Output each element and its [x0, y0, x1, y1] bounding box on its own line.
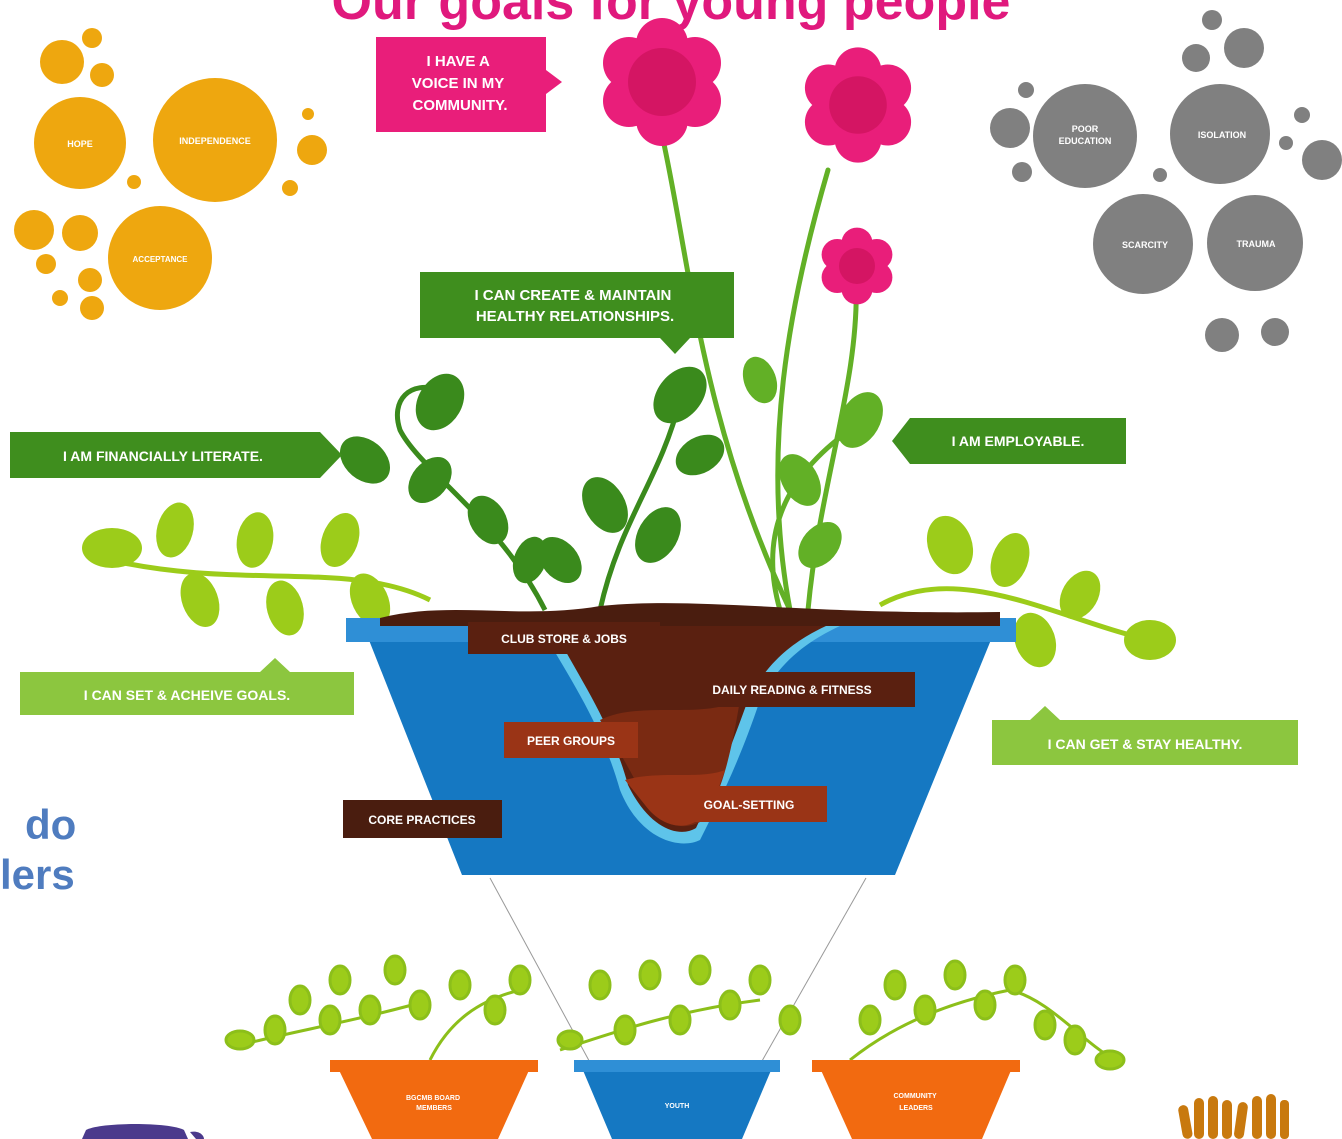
bubble-isolation-label: ISOLATION: [1198, 130, 1246, 140]
practice-peer-groups: PEER GROUPS: [504, 722, 638, 758]
goal-voice: I HAVE A VOICE IN MY COMMUNITY.: [376, 37, 562, 132]
goal-set-achieve-label: I CAN SET & ACHEIVE GOALS.: [84, 687, 290, 703]
small-pot-youth-label: YOUTH: [665, 1103, 690, 1110]
connector-lines: [489, 877, 867, 1069]
goal-relationships: I CAN CREATE & MAINTAIN HEALTHY RELATION…: [420, 272, 734, 354]
goal-set-achieve: I CAN SET & ACHEIVE GOALS.: [20, 658, 354, 715]
bubble-hope: HOPE: [34, 97, 126, 189]
flower-large: [603, 18, 721, 146]
vine-left-light: [82, 502, 432, 636]
bubble-isolation: ISOLATION: [1170, 84, 1270, 184]
practice-core-label: CORE PRACTICES: [368, 813, 475, 827]
bubble-dots-grey: [990, 10, 1342, 352]
goal-employable-label: I AM EMPLOYABLE.: [952, 433, 1085, 449]
bubble-trauma: TRAUMA: [1207, 195, 1303, 291]
bubble-acceptance: ACCEPTANCE: [108, 206, 212, 310]
goal-financial-label: I AM FINANCIALLY LITERATE.: [63, 448, 263, 464]
side-text-line-2: lers: [0, 851, 75, 898]
practice-reading-fitness-label: DAILY READING & FITNESS: [712, 683, 871, 697]
goal-employable: I AM EMPLOYABLE.: [892, 418, 1126, 464]
practice-club-store: CLUB STORE & JOBS: [468, 622, 660, 654]
bubble-trauma-label: TRAUMA: [1237, 239, 1276, 249]
small-pot-community: COMMUNITY LEADERS: [812, 1060, 1020, 1139]
goal-financial: I AM FINANCIALLY LITERATE.: [10, 432, 342, 478]
goal-voice-label: I HAVE A VOICE IN MY COMMUNITY.: [412, 53, 508, 114]
side-text-line-1: do: [25, 801, 77, 848]
small-pot-community-label: COMMUNITY LEADERS: [894, 1093, 939, 1112]
small-pot-board-label: BGCMB BOARD MEMBERS: [406, 1095, 462, 1112]
positive-bubble-cluster: HOPE INDEPENDENCE ACCEPTANCE: [14, 28, 327, 320]
flower-small: [821, 227, 893, 305]
gloves-icon: [1178, 1094, 1289, 1139]
small-pot-youth: YOUTH: [574, 1060, 780, 1139]
vine-center-dark: [538, 366, 725, 611]
bubble-hope-label: HOPE: [67, 139, 93, 149]
practice-goal-setting: GOAL-SETTING: [672, 786, 827, 822]
bubble-scarcity-label: SCARCITY: [1122, 240, 1168, 250]
vine-right-light: [878, 515, 1176, 668]
vine-left-dark: [339, 373, 548, 612]
bubble-independence-label: INDEPENDENCE: [179, 136, 251, 146]
practice-peer-groups-label: PEER GROUPS: [527, 734, 615, 748]
bubble-acceptance-label: ACCEPTANCE: [133, 255, 189, 264]
practice-club-store-label: CLUB STORE & JOBS: [501, 632, 627, 646]
flower-medium: [804, 47, 912, 163]
bubble-dots-orange: [14, 28, 327, 320]
goal-healthy-label: I CAN GET & STAY HEALTHY.: [1048, 736, 1243, 752]
bubble-scarcity: SCARCITY: [1093, 194, 1193, 294]
goal-relationships-label: I CAN CREATE & MAINTAIN HEALTHY RELATION…: [474, 287, 675, 325]
mug-icon: [82, 1124, 204, 1139]
goal-healthy: I CAN GET & STAY HEALTHY.: [992, 706, 1298, 765]
bubble-independence: INDEPENDENCE: [153, 78, 277, 202]
practice-reading-fitness: DAILY READING & FITNESS: [670, 672, 915, 707]
small-pot-board: BGCMB BOARD MEMBERS: [330, 1060, 538, 1139]
practice-core: CORE PRACTICES: [343, 800, 502, 838]
small-plant-sprigs: [224, 954, 1126, 1071]
vine-right-mid: [742, 356, 883, 611]
practice-goal-setting-label: GOAL-SETTING: [704, 798, 795, 812]
